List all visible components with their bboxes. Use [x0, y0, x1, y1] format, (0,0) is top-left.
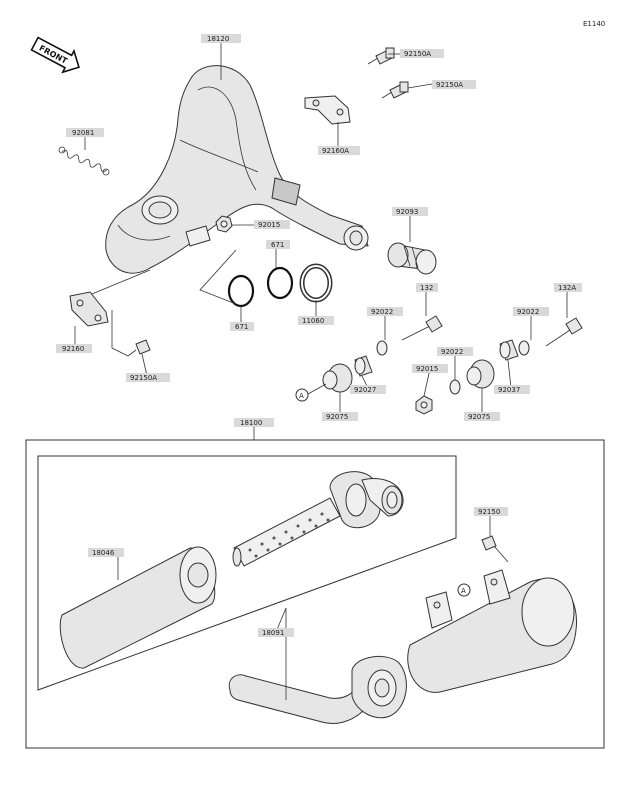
label-92022-2: 92022 — [437, 347, 473, 356]
svg-text:92150: 92150 — [478, 508, 500, 516]
svg-text:92075: 92075 — [326, 413, 348, 421]
callout-a-lower: A — [457, 583, 471, 597]
svg-text:92150A: 92150A — [404, 50, 431, 58]
svg-text:132: 132 — [420, 284, 433, 292]
svg-text:92027: 92027 — [354, 386, 376, 394]
assembly-frame — [25, 439, 605, 749]
label-92150A-1: 92150A — [400, 49, 444, 58]
label-18046: 18046 — [88, 548, 124, 557]
gasket-11060 — [299, 263, 333, 303]
washer-92022-b — [449, 379, 461, 395]
svg-text:92037: 92037 — [498, 386, 520, 394]
part-labels: 18120 92150A 92150A 92160A 92081 92015 6… — [56, 34, 582, 637]
o-ring-671-right — [266, 266, 294, 300]
inlet-flange-pipe — [329, 471, 404, 529]
label-92022-1: 92022 — [367, 307, 403, 316]
callout-a-upper: A — [295, 383, 327, 402]
label-92081: 92081 — [66, 128, 104, 137]
svg-text:671: 671 — [235, 323, 248, 331]
grommet-92075-left — [322, 363, 353, 393]
nut-92015-lower — [415, 395, 433, 415]
label-92015: 92015 — [254, 220, 290, 229]
bolt-92150 — [481, 524, 509, 563]
label-92037: 92037 — [494, 385, 530, 394]
label-18100: 18100 — [234, 418, 274, 427]
label-92027: 92027 — [350, 385, 386, 394]
front-arrow-icon: FRONT — [30, 36, 80, 74]
inner-frame — [37, 455, 457, 691]
collar-92027 — [354, 355, 373, 377]
bolt-92150A-lower — [381, 81, 409, 99]
svg-text:92093: 92093 — [396, 208, 418, 216]
label-671-top: 671 — [266, 240, 290, 249]
svg-text:18100: 18100 — [240, 419, 262, 427]
nut-92015 — [215, 215, 233, 233]
svg-text:18091: 18091 — [262, 629, 284, 637]
label-18091: 18091 — [258, 628, 294, 637]
svg-text:92022: 92022 — [371, 308, 393, 316]
label-92150A-2: 92150A — [432, 80, 476, 89]
label-132A: 132A — [554, 283, 582, 292]
label-92093: 92093 — [392, 207, 428, 216]
svg-text:671: 671 — [271, 241, 284, 249]
label-132: 132 — [416, 283, 438, 292]
label-18120: 18120 — [201, 34, 241, 43]
bolt-132A — [545, 317, 583, 347]
diagram-code: E1140 — [583, 20, 605, 28]
label-671-bottom: 671 — [230, 322, 254, 331]
exhaust-pipe — [105, 65, 369, 274]
svg-text:132A: 132A — [558, 284, 576, 292]
svg-text:92150A: 92150A — [130, 374, 157, 382]
svg-text:92160: 92160 — [62, 345, 84, 353]
bolt-92150A-left — [111, 310, 151, 357]
svg-text:92022: 92022 — [441, 348, 463, 356]
label-92075-1: 92075 — [322, 412, 358, 421]
bolt-132 — [401, 315, 443, 341]
svg-text:92015: 92015 — [258, 221, 280, 229]
label-92150: 92150 — [474, 507, 508, 516]
bracket-92160 — [69, 269, 151, 327]
label-92022-3: 92022 — [513, 307, 549, 316]
label-92160: 92160 — [56, 344, 92, 353]
muffler-body: A — [407, 569, 577, 693]
bolt-92150A-upper — [367, 47, 395, 65]
tail-pipe-18091 — [228, 608, 407, 725]
label-11060: 11060 — [298, 316, 334, 325]
label-92160A: 92160A — [318, 146, 360, 155]
svg-text:92015: 92015 — [416, 365, 438, 373]
perforated-pipe — [232, 497, 341, 567]
svg-text:92150A: 92150A — [436, 81, 463, 89]
svg-text:92022: 92022 — [517, 308, 539, 316]
damper-92093 — [387, 242, 437, 275]
o-ring-671-left — [227, 274, 255, 308]
spring — [58, 146, 110, 176]
washer-92022-c — [518, 340, 530, 356]
grommet-92075-right — [466, 359, 495, 389]
washer-92022-a — [376, 340, 388, 356]
svg-text:A: A — [299, 392, 304, 400]
svg-text:92081: 92081 — [72, 129, 94, 137]
svg-text:11060: 11060 — [302, 317, 324, 325]
label-92150A-3: 92150A — [126, 373, 170, 382]
silencer-18046 — [59, 546, 217, 669]
svg-text:92160A: 92160A — [322, 147, 349, 155]
label-92015-2: 92015 — [412, 364, 448, 373]
collar-92037 — [499, 339, 519, 361]
svg-text:A: A — [461, 587, 466, 595]
svg-text:92075: 92075 — [468, 413, 490, 421]
svg-text:18046: 18046 — [92, 549, 115, 557]
svg-text:18120: 18120 — [207, 35, 229, 43]
label-92075-2: 92075 — [464, 412, 500, 421]
